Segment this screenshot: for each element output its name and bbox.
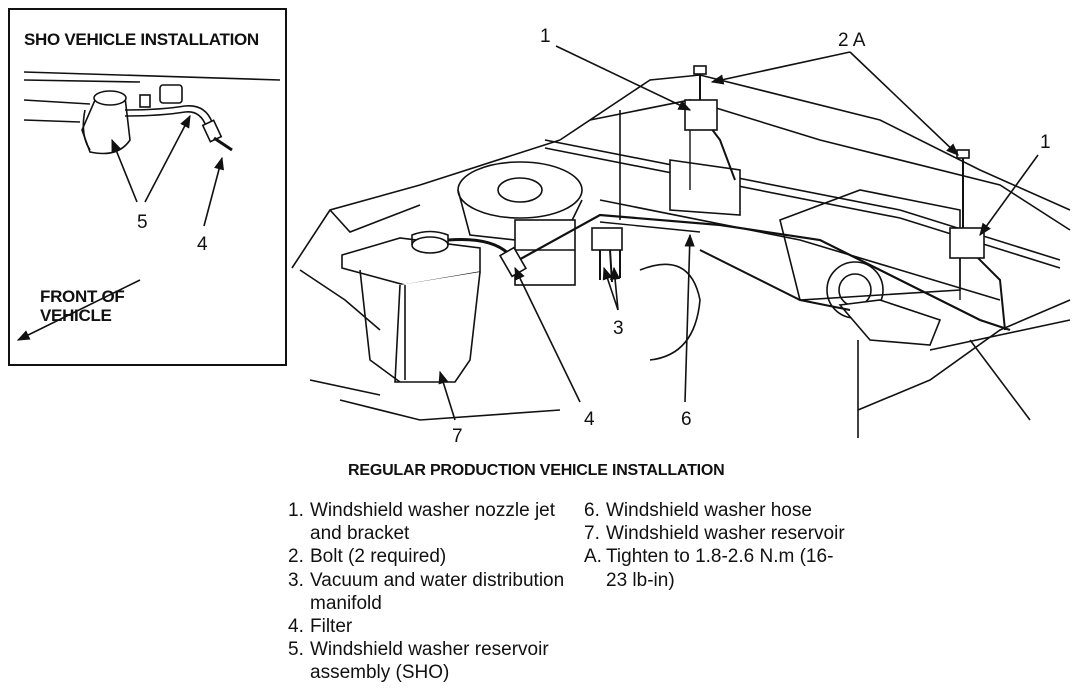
legend-num: 1. (288, 500, 304, 521)
legend-num: 4. (288, 616, 304, 638)
callout-6: 6 (681, 409, 692, 430)
callout-4: 4 (584, 409, 595, 430)
inset-title: SHO VEHICLE INSTALLATION (24, 30, 259, 49)
legend-text: Filter (310, 616, 353, 638)
main-illustration (291, 45, 1071, 438)
legend-num: A. (584, 546, 602, 568)
legend-item: 3. Vacuum and water distribution manifold (288, 569, 568, 615)
legend-num: 7. (584, 523, 600, 545)
legend-item: 2. Bolt (2 required) (288, 545, 568, 568)
main-caption: REGULAR PRODUCTION VEHICLE INSTALLATION (348, 462, 725, 479)
legend-text: Vacuum and water distribution manifold (310, 569, 565, 614)
callout-1-right: 1 (1040, 132, 1051, 153)
legend-left: 1. Windshield washer nozzle jet and brack… (288, 499, 568, 685)
sho-inset-illustration (16, 71, 281, 341)
legend-num: 2. (288, 546, 304, 568)
callout-1-left: 1 (540, 26, 551, 47)
legend-item: 1. Windshield washer nozzle jet and brack… (288, 499, 568, 545)
legend-num: 3. (288, 569, 304, 591)
legend-item: A.Tighten to 1.8-2.6 N.m (16-23 lb-in) (584, 545, 854, 591)
sho-inset-frame (8, 8, 287, 366)
legend-item: 4. Filter (288, 615, 568, 638)
legend-text: Windshield washer hose (606, 500, 812, 521)
inset-callout-4: 4 (197, 234, 208, 255)
front-of-vehicle-label: FRONT OF VEHICLE (40, 287, 125, 325)
legend-text: Windshield washer nozzle jet and bracket (310, 500, 556, 545)
callout-7: 7 (452, 426, 463, 447)
legend-text: Bolt (2 required) (310, 546, 447, 568)
legend-num: 5. (288, 639, 304, 661)
callout-3: 3 (613, 318, 624, 339)
legend-text: Windshield washer reservoir assembly (SH… (310, 639, 549, 684)
legend-text: Windshield washer reservoir (606, 523, 845, 545)
inset-callout-5: 5 (137, 212, 148, 233)
callout-2a: 2 A (838, 30, 866, 51)
legend-num: 6. (584, 500, 600, 521)
legend-text: Tighten to 1.8-2.6 N.m (16-23 lb-in) (606, 546, 834, 591)
legend-right: 6. Windshield washer hose 7. Windshield wa… (584, 499, 854, 592)
legend-item: 5. Windshield washer reservoir assembly (… (288, 638, 568, 684)
legend-item: 6. Windshield washer hose (584, 499, 854, 522)
legend-item: 7. Windshield washer reservoir (584, 522, 854, 545)
